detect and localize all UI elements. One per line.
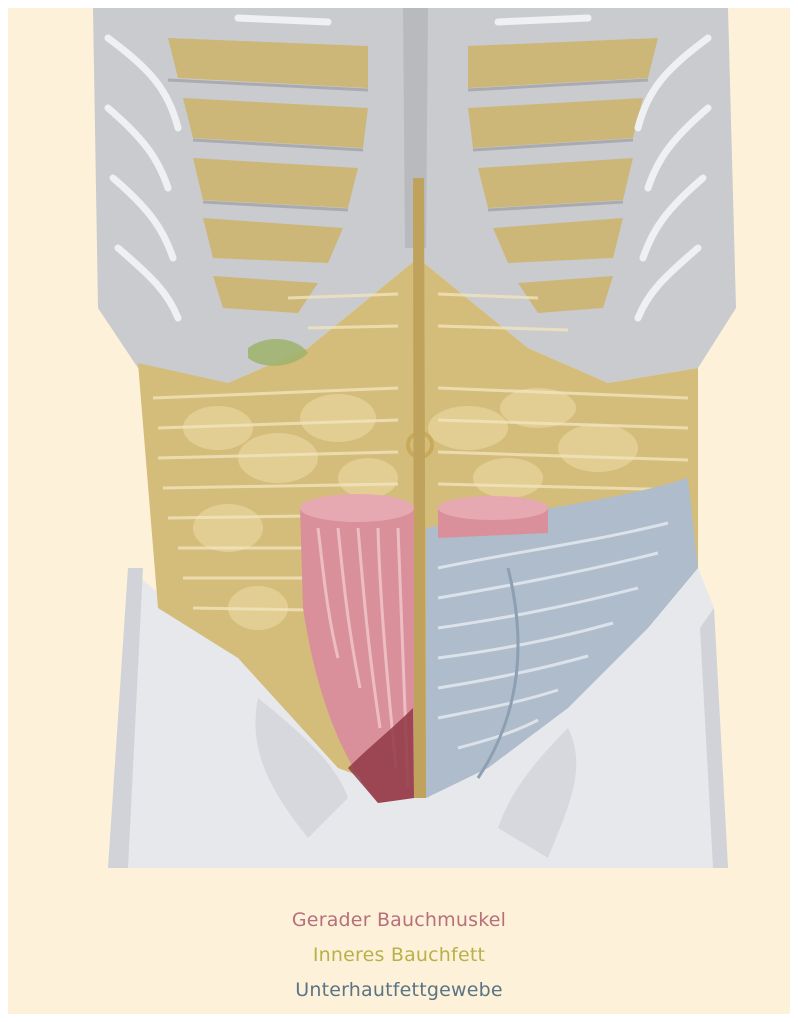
abdomen-illustration xyxy=(8,8,790,888)
legend: Gerader Bauchmuskel Inneres Bauchfett Un… xyxy=(8,903,790,1008)
legend-item-subcutaneous-tissue: Unterhautfettgewebe xyxy=(8,973,790,1008)
legend-item-rectus-muscle: Gerader Bauchmuskel xyxy=(8,903,790,938)
figure-frame: Gerader Bauchmuskel Inneres Bauchfett Un… xyxy=(8,8,790,1014)
legend-item-visceral-fat: Inneres Bauchfett xyxy=(8,938,790,973)
